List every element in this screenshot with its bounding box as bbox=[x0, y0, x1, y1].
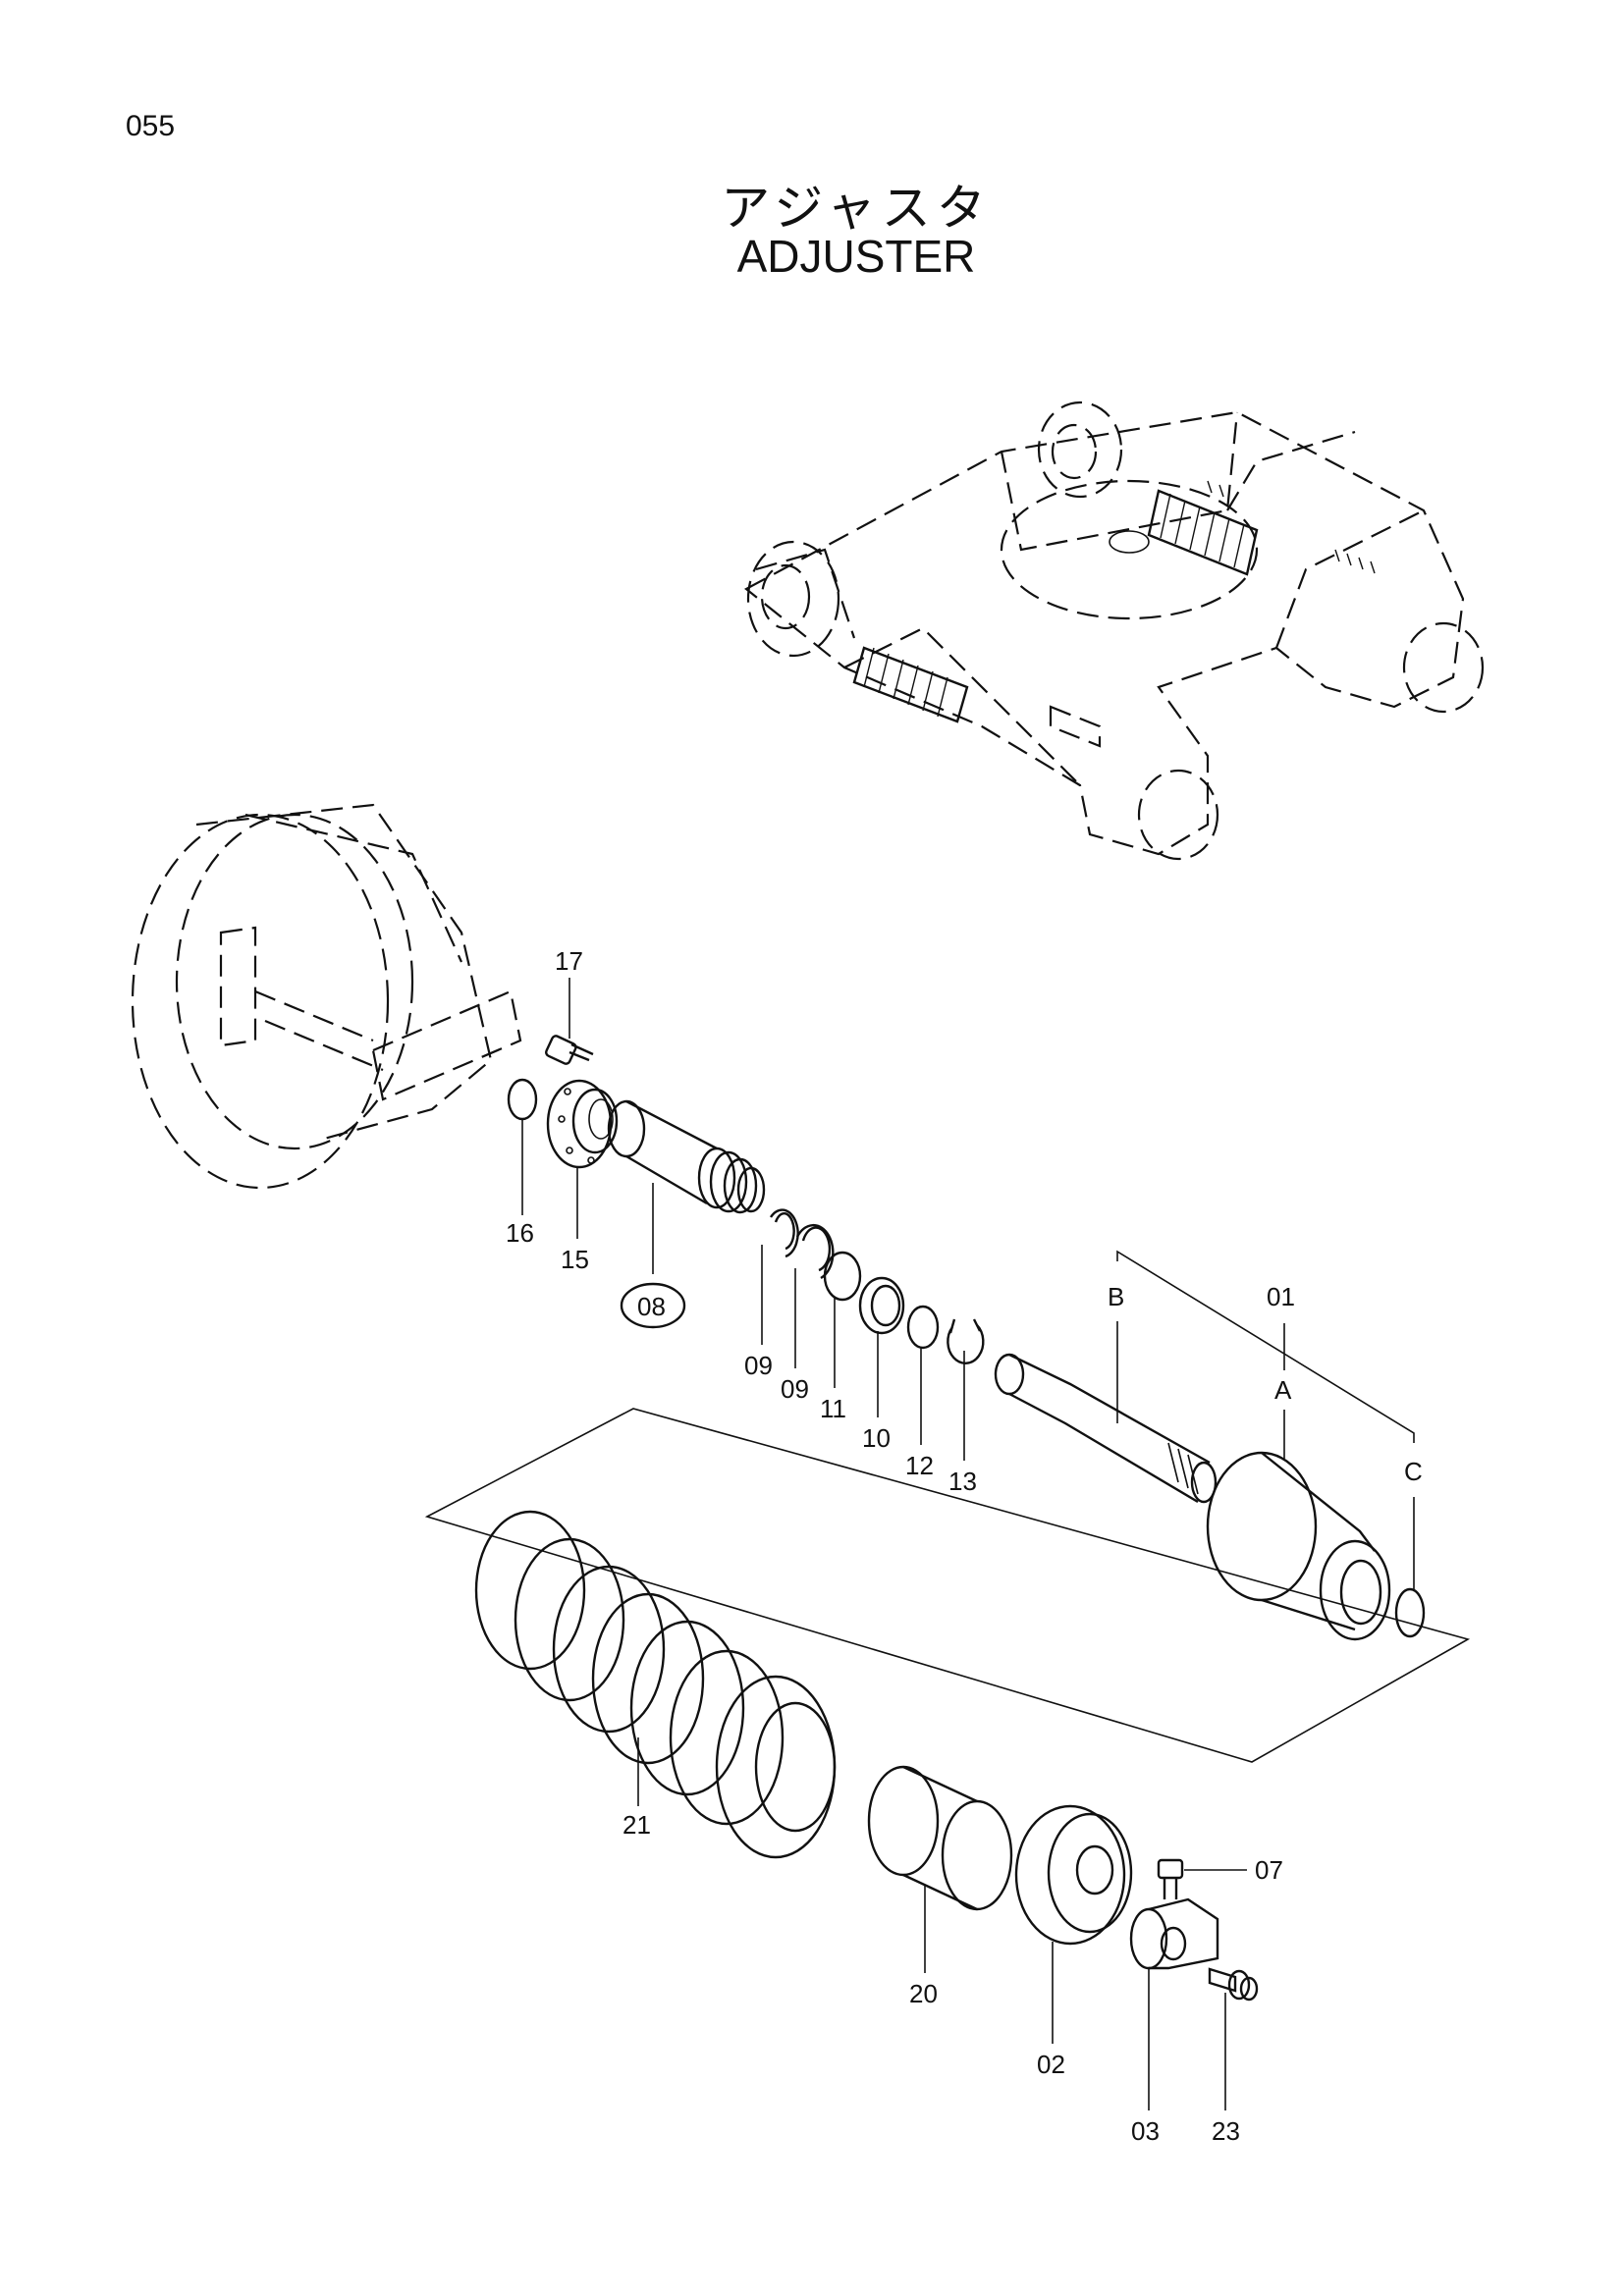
callout-08-circle bbox=[620, 1282, 686, 1329]
part-21-spring bbox=[474, 1510, 837, 1859]
undercarriage-frame bbox=[744, 400, 1485, 861]
callout-15: 15 bbox=[561, 1245, 589, 1274]
part-11-ring bbox=[823, 1251, 862, 1302]
callout-a-upper: A bbox=[1274, 1375, 1292, 1405]
bracket-01 bbox=[1116, 1250, 1415, 1443]
page-number: 055 bbox=[126, 110, 176, 142]
idler-wheel bbox=[131, 803, 522, 1190]
part-13-snap-ring bbox=[947, 1318, 985, 1364]
part-07-bolt bbox=[1157, 1858, 1184, 1899]
part-16-o-ring bbox=[507, 1078, 538, 1121]
callout-20: 20 bbox=[909, 1979, 938, 2008]
title-japanese: アジャスタ bbox=[721, 180, 992, 237]
part-10-packing bbox=[858, 1276, 905, 1335]
assembly-outline bbox=[424, 1408, 1471, 1763]
part-12-ring bbox=[906, 1305, 940, 1350]
callout-17: 17 bbox=[555, 946, 583, 976]
part-c-o-ring bbox=[1394, 1587, 1426, 1638]
callout-b: B bbox=[1108, 1282, 1124, 1311]
callout-01: 01 bbox=[1267, 1282, 1295, 1311]
part-a-piston bbox=[1206, 1451, 1391, 1641]
part-20-sleeve bbox=[867, 1765, 1013, 1911]
callout-c: C bbox=[1404, 1457, 1423, 1486]
part-b-rod bbox=[994, 1353, 1218, 1504]
callout-09-b: 09 bbox=[781, 1374, 809, 1404]
callout-13: 13 bbox=[948, 1467, 977, 1496]
part-09-backup-ring-b bbox=[795, 1223, 835, 1280]
callout-08: 08 bbox=[637, 1292, 666, 1321]
part-02-bracket bbox=[1014, 1804, 1133, 1946]
title-english: ADJUSTER bbox=[736, 231, 976, 282]
callout-10: 10 bbox=[862, 1423, 891, 1453]
callout-16: 16 bbox=[506, 1218, 534, 1248]
part-09-backup-ring-a bbox=[769, 1208, 799, 1258]
callout-23: 23 bbox=[1212, 2116, 1240, 2146]
callout-11: 11 bbox=[820, 1394, 846, 1423]
callout-02: 02 bbox=[1037, 2050, 1065, 2079]
part-08-cylinder bbox=[607, 1099, 766, 1214]
part-15-flange bbox=[546, 1079, 619, 1169]
part-17-bolt bbox=[545, 1035, 594, 1065]
callout-21: 21 bbox=[623, 1810, 651, 1840]
callout-09-a: 09 bbox=[744, 1351, 773, 1380]
callout-07: 07 bbox=[1255, 1855, 1283, 1885]
part-03-block bbox=[1129, 1897, 1219, 1970]
callout-12: 12 bbox=[905, 1451, 934, 1480]
part-23-grease-fitting bbox=[1208, 1967, 1259, 2002]
leader-lines bbox=[521, 978, 1415, 2110]
callout-03: 03 bbox=[1131, 2116, 1160, 2146]
